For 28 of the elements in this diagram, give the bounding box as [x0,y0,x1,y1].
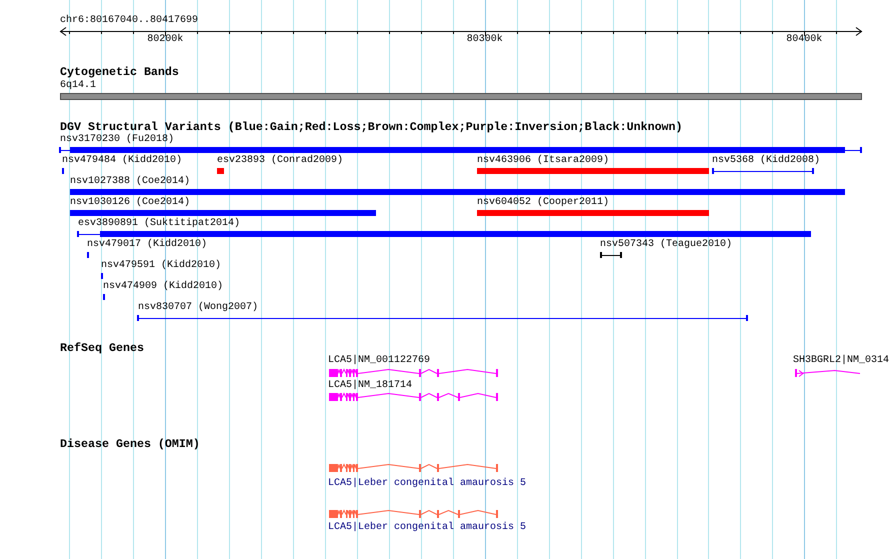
track-title: DGV Structural Variants (Blue:Gain;Red:Loss;Brown:Complex;Purple:Inversion;Black:Unknown) [60,121,683,134]
variant-label: nsv479591 (Kidd2010) [101,260,222,272]
tick-label: 80200k [147,34,184,46]
variant-label: nsv830707 (Wong2007) [138,302,258,314]
variant-label: nsv474909 (Kidd2010) [103,281,224,293]
variant-label: nsv5368 (Kidd2008) [712,155,820,167]
disease-gene-label: LCA5|Leber congenital amaurosis 5 [328,522,526,534]
variant-label: nsv1030126 (Coe2014) [70,197,190,209]
gene-label: LCA5|NM_001122769 [328,355,430,367]
track-title: RefSeq Genes [60,342,144,355]
variant-label: nsv3170230 (Fu2018) [60,134,174,146]
variant-label: esv3890891 (Suktitipat2014) [78,218,240,230]
band-label: 6q14.1 [60,80,96,92]
gene-label: LCA5|NM_181714 [328,380,412,392]
variant-label: nsv479017 (Kidd2010) [87,239,208,251]
variant-label: nsv507343 (Teague2010) [600,239,732,251]
tick-label: 80400k [786,34,822,46]
track-title: Disease Genes (OMIM) [60,438,200,451]
disease-gene-label: LCA5|Leber congenital amaurosis 5 [328,478,526,490]
variant-label: nsv604052 (Cooper2011) [477,197,610,209]
track-title: Cytogenetic Bands [60,66,179,79]
variant-label: esv23893 (Conrad2009) [217,155,344,167]
variant-label: nsv479484 (Kidd2010) [62,155,182,167]
gene-label: SH3BGRL2|NM_0314 [793,355,890,367]
variant-label: nsv1027388 (Coe2014) [70,176,190,188]
tick-label: 80300k [466,34,503,46]
coordinate-label: chr6:80167040..80417699 [60,15,198,27]
variant-label: nsv463906 (Itsara2009) [477,155,610,167]
